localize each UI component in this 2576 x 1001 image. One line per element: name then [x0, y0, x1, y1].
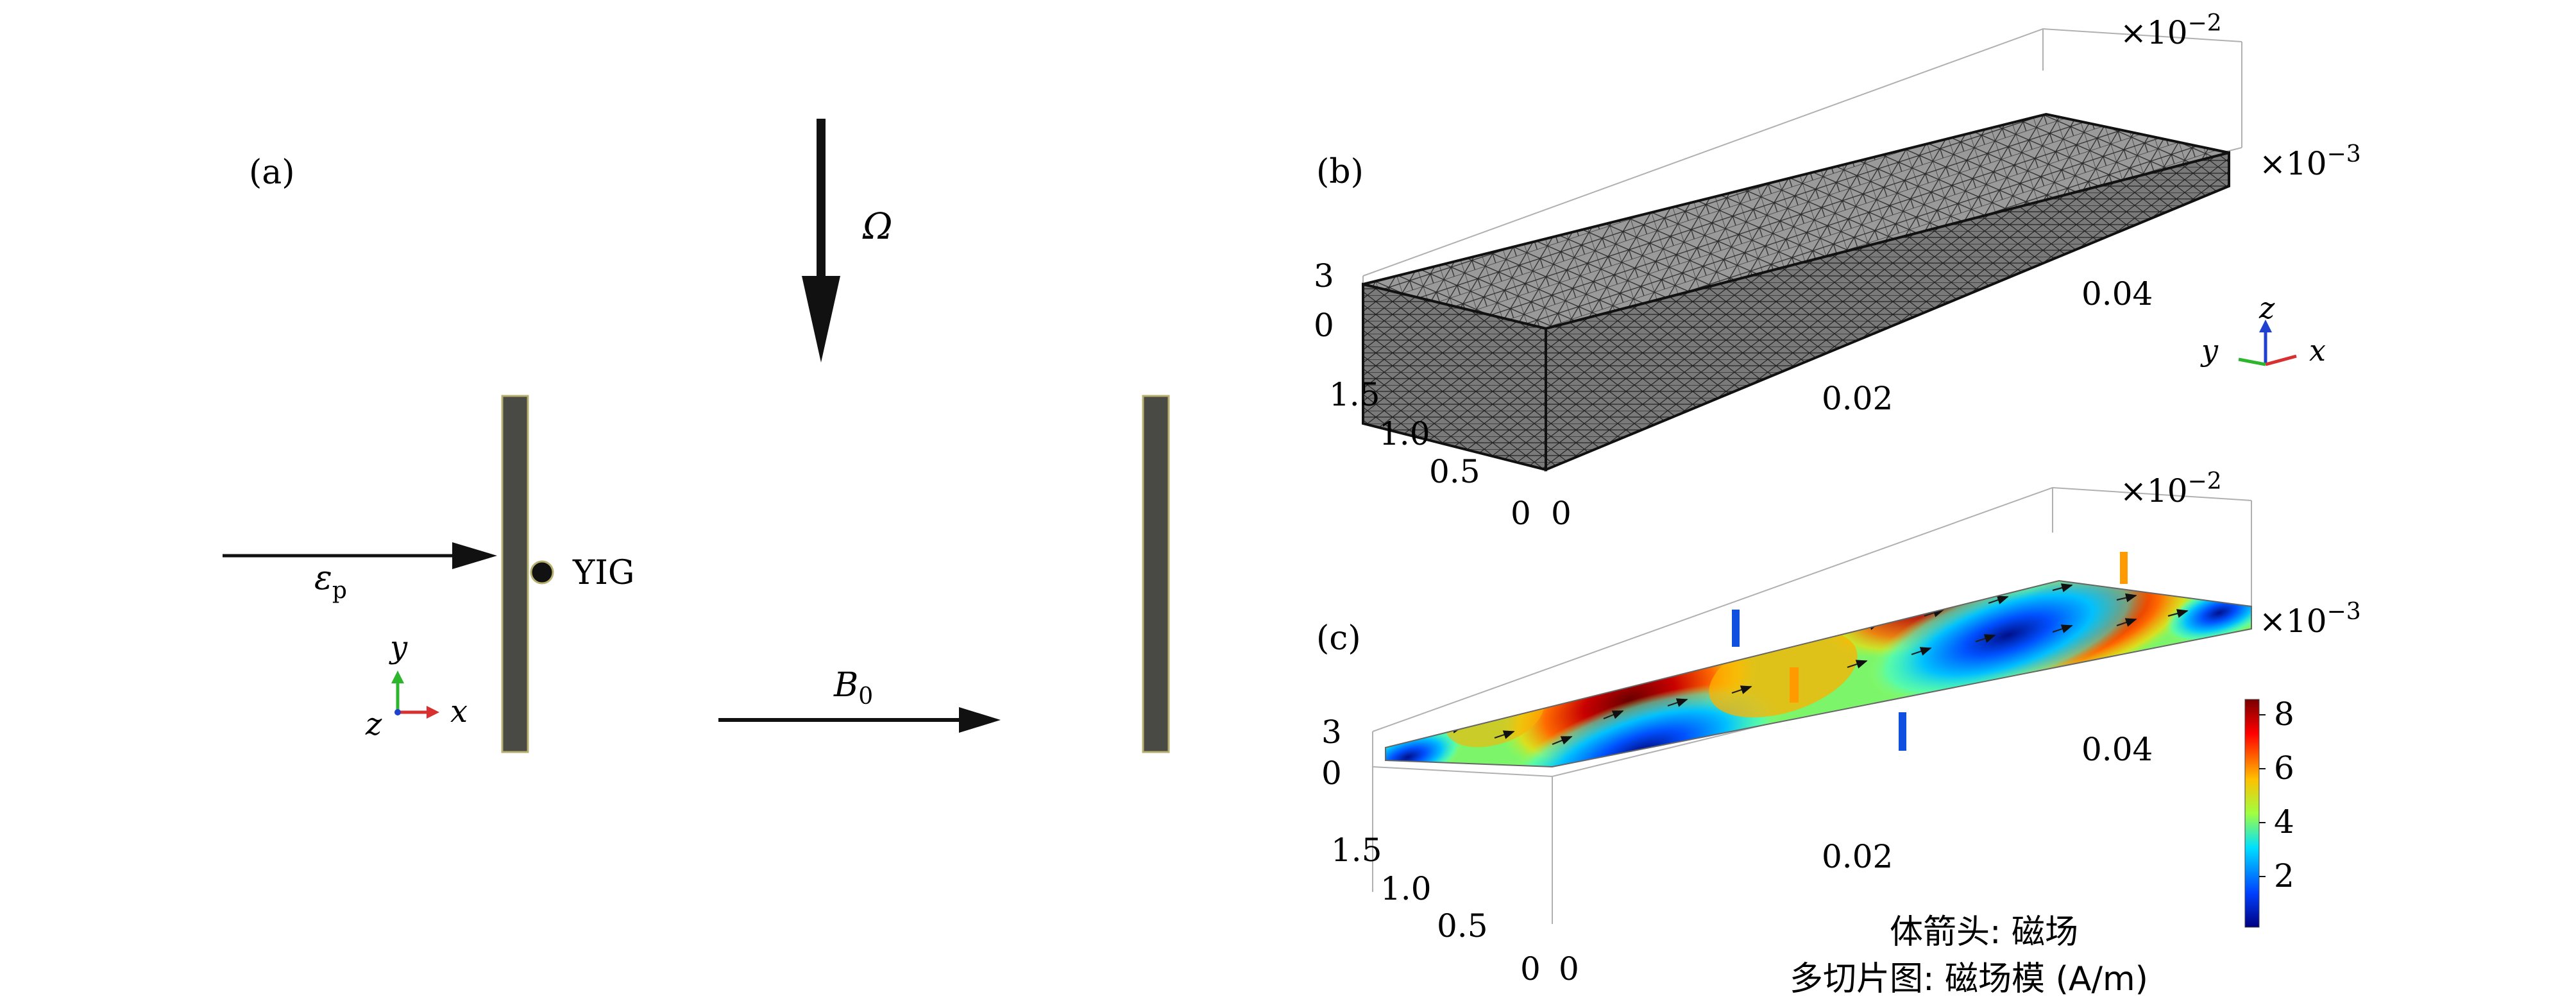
panel-c-y-exponent: ×10−3: [2259, 599, 2361, 640]
right-mirror: [1142, 395, 1170, 753]
axis-triad-a: [391, 671, 439, 719]
colorbar-tick-8: 8: [2274, 696, 2294, 733]
panel-c-x-exponent: ×10−2: [2120, 468, 2222, 509]
slice-cut-marker: [1732, 610, 1740, 647]
omega-arrow: [802, 119, 840, 363]
triad-x-label-b: x: [2309, 333, 2326, 368]
panel-c-label: (c): [1316, 619, 1361, 658]
left-mirror: [501, 395, 529, 753]
colorbar-tick-6: 6: [2274, 749, 2294, 787]
field-min-region: [1866, 581, 2149, 703]
panel-c-tick-z-3: 3: [1321, 714, 1342, 751]
panel-c-tick-y-05: 0.5: [1437, 907, 1488, 945]
caption-arrows: 体箭头: 磁场: [1890, 913, 2078, 952]
panel-b-tick-z-3: 3: [1314, 257, 1334, 295]
panel-a-label: (a): [249, 153, 295, 192]
yig-label: YIG: [572, 554, 634, 592]
panel-c: (c): [1316, 468, 2361, 998]
colorbar-tick-4: 4: [2274, 803, 2294, 841]
axis-triad-b: [2238, 320, 2297, 366]
panel-c-tick-x-0: 0: [1559, 950, 1579, 988]
panel-b-tick-y-10: 1.0: [1379, 415, 1430, 452]
yig-sphere: [530, 560, 554, 585]
slice-cut-marker: [1790, 667, 1799, 703]
b0-label: B0: [833, 666, 873, 710]
colorbar: [2244, 699, 2260, 928]
panel-b-tick-y-05: 0.5: [1429, 453, 1480, 490]
panel-a: (a) Ω εp YIG B0: [223, 119, 1170, 753]
field-min-region: [1385, 726, 1464, 767]
axis-x-label-a: x: [450, 694, 468, 730]
panel-c-tick-x-002: 0.02: [1822, 838, 1893, 875]
axis-z-label-a: z: [365, 706, 382, 742]
panel-c-tick-y-15: 1.5: [1331, 832, 1382, 869]
panel-c-tick-z-0: 0: [1321, 755, 1342, 792]
caption-slice: 多切片图: 磁场模 (A/m): [1790, 960, 2148, 998]
slice-cut-marker: [2120, 552, 2128, 584]
panel-b-tick-z-0: 0: [1314, 307, 1334, 344]
panel-b-tick-x-0: 0: [1551, 495, 1572, 532]
panel-b-tick-y-0: 0: [1511, 495, 1531, 532]
panel-c-tick-y-0: 0: [1520, 950, 1541, 988]
panel-b-y-exponent: ×10−3: [2259, 141, 2361, 182]
axis-y-label-a: y: [389, 629, 408, 665]
panel-b-label: (b): [1316, 153, 1364, 191]
colorbar-ticks: [2259, 714, 2266, 877]
panel-b-x-exponent: ×10−2: [2120, 10, 2222, 51]
magnetic-field-slice: [1385, 581, 2251, 767]
b0-arrow: [718, 707, 1001, 733]
panel-c-tick-x-004: 0.04: [2081, 731, 2153, 768]
slice-cut-marker: [1899, 712, 1906, 751]
panel-c-tick-y-10: 1.0: [1380, 870, 1432, 907]
triad-z-label-b: z: [2258, 291, 2275, 325]
panel-b-tick-x-002: 0.02: [1822, 380, 1893, 417]
slice-outline: [1385, 579, 2252, 768]
panel-b: (b) ×10−2 ×10−3 3 0 1.5 1.0 0.5 0 0 0.02…: [1314, 10, 2361, 532]
omega-label: Ω: [862, 206, 892, 248]
panel-b-tick-x-004: 0.04: [2081, 275, 2153, 312]
panel-b-tick-y-15: 1.5: [1329, 376, 1380, 413]
mesh-right-face: [1545, 151, 2230, 472]
triad-y-label-b: y: [2200, 333, 2219, 368]
probe-arrow: [223, 542, 497, 569]
colorbar-tick-2: 2: [2274, 857, 2294, 894]
epsilon-label: εp: [314, 559, 347, 604]
